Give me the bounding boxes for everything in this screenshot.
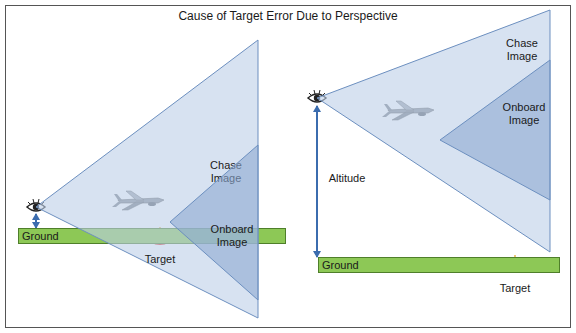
- ground-bar: Ground: [318, 257, 560, 273]
- onboard-image-region: Onboard Image: [440, 60, 550, 200]
- target-label: Target: [500, 282, 531, 295]
- ground-label: Ground: [22, 230, 59, 243]
- diagram-title: Cause of Target Error Due to Perspective: [0, 9, 576, 23]
- region-label: Chase Image: [496, 37, 548, 63]
- onboard-image-region: Onboard Image: [170, 145, 258, 300]
- view-cone: [440, 60, 550, 200]
- target-label: Target: [145, 253, 176, 266]
- view-cone: [170, 145, 258, 300]
- chase-image-region: Chase ImageOnboard Image: [317, 10, 550, 252]
- region-label: Onboard Image: [499, 101, 549, 127]
- ground-label: Ground: [322, 259, 359, 272]
- altitude-label: Altitude: [329, 172, 366, 185]
- region-label: Onboard Image: [207, 223, 257, 249]
- chase-image-region: Chase ImageOnboard Image: [36, 40, 258, 318]
